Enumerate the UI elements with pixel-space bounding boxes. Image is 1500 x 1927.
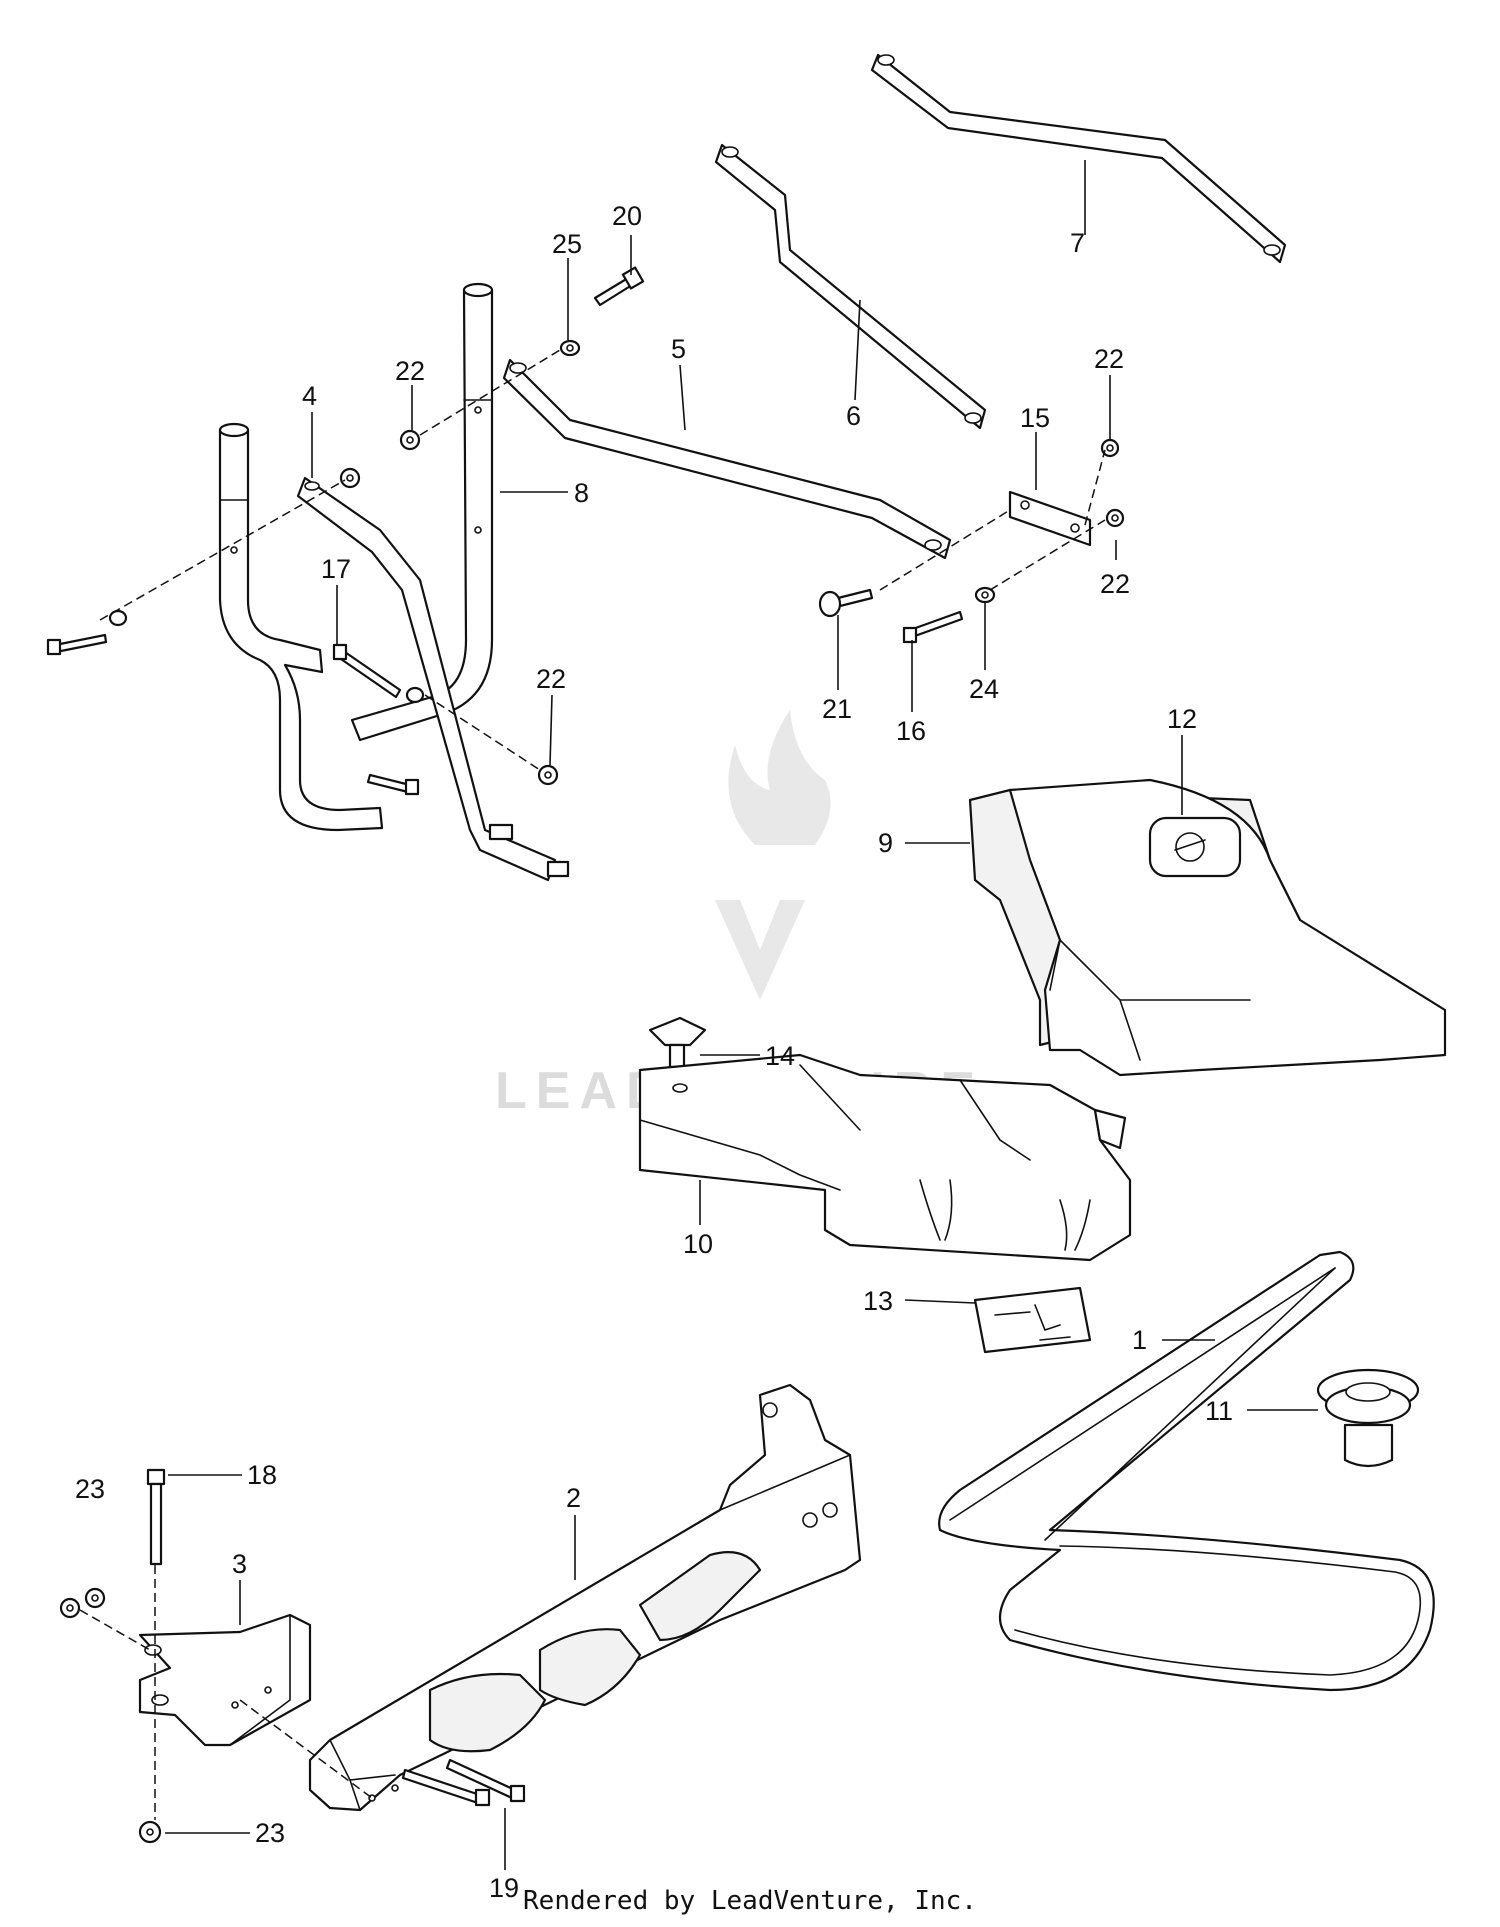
bolt-16[interactable] <box>902 610 964 644</box>
part-15-plate[interactable] <box>1008 490 1092 547</box>
callout-22-lower: 22 <box>536 664 566 694</box>
left-handle-tube[interactable] <box>218 422 384 832</box>
bolt-lower-tube[interactable] <box>366 773 420 796</box>
part-9-belt-cover[interactable] <box>968 778 1447 1077</box>
part-11-pulley[interactable] <box>1316 1368 1420 1468</box>
callout-2: 2 <box>566 1483 581 1513</box>
leadventure-watermark-logo <box>715 710 831 1000</box>
nut-22-lower[interactable] <box>537 764 559 786</box>
callout-22-right-top: 22 <box>1094 344 1124 374</box>
leader-lines <box>165 160 1318 1870</box>
footer-credit: Rendered by LeadVenture, Inc. <box>523 1886 977 1916</box>
callout-6: 6 <box>846 401 861 431</box>
washer-25[interactable] <box>559 339 581 357</box>
callout-1: 1 <box>1132 1325 1147 1355</box>
callout-10: 10 <box>683 1229 713 1259</box>
part-14-knob[interactable] <box>648 1016 707 1069</box>
part-6-bracket[interactable] <box>714 143 987 430</box>
washer-24[interactable] <box>974 586 996 604</box>
callout-23-top: 23 <box>75 1474 105 1504</box>
callout-25: 25 <box>552 229 582 259</box>
nut-22-upper-left[interactable] <box>339 467 361 489</box>
part-5-bracket[interactable] <box>502 358 952 560</box>
callout-19: 19 <box>489 1873 519 1903</box>
callout-24: 24 <box>969 674 999 704</box>
nut-23-top-b[interactable] <box>84 1587 106 1609</box>
assembly-lines <box>79 349 1106 1820</box>
nut-23-bottom[interactable] <box>138 1820 162 1844</box>
bolt-left[interactable] <box>46 633 108 656</box>
bolt-19-b[interactable] <box>445 1758 526 1803</box>
part-4-bracket[interactable] <box>296 476 570 882</box>
callout-17: 17 <box>321 554 351 584</box>
callout-22-top: 22 <box>395 356 425 386</box>
callout-20: 20 <box>612 201 642 231</box>
part-7-bracket[interactable] <box>870 53 1287 264</box>
bolt-20[interactable] <box>593 266 645 307</box>
callout-16: 16 <box>896 716 926 746</box>
washer-center[interactable] <box>405 686 425 704</box>
callout-21: 21 <box>822 694 852 724</box>
part-10-belt-cover[interactable] <box>638 1053 1132 1262</box>
bolt-19-a[interactable] <box>401 1768 491 1807</box>
nut-23-top-a[interactable] <box>59 1597 81 1619</box>
callout-8: 8 <box>574 478 589 508</box>
part-1-drive-belt[interactable] <box>938 1250 1435 1692</box>
clevis-pin-21[interactable] <box>818 588 874 618</box>
part-13-decal[interactable] <box>973 1286 1092 1354</box>
callout-11: 11 <box>1205 1396 1233 1426</box>
bolt-18[interactable] <box>146 1468 166 1566</box>
callout-15: 15 <box>1020 403 1050 433</box>
callout-12: 12 <box>1167 704 1197 734</box>
callout-18: 18 <box>247 1460 277 1490</box>
callout-22-right-bottom: 22 <box>1100 569 1130 599</box>
washer-left[interactable] <box>108 609 128 627</box>
callout-4: 4 <box>302 381 317 411</box>
callout-numbers: 7 20 25 22 4 5 6 8 17 22 15 22 22 21 16 … <box>75 201 1233 1903</box>
callout-5: 5 <box>671 334 686 364</box>
callout-7: 7 <box>1070 228 1085 258</box>
bolt-17[interactable] <box>332 643 402 699</box>
part-3-bracket[interactable] <box>138 1613 312 1747</box>
nut-22-right-top[interactable] <box>1100 438 1120 458</box>
nut-22-top[interactable] <box>399 429 421 451</box>
callout-13: 13 <box>863 1286 893 1316</box>
part-2-front-frame[interactable] <box>308 1383 862 1812</box>
callout-23-bottom: 23 <box>255 1818 285 1848</box>
callout-9: 9 <box>878 828 893 858</box>
nut-22-right-bottom[interactable] <box>1105 508 1125 528</box>
callout-3: 3 <box>232 1549 247 1579</box>
callout-14: 14 <box>765 1041 795 1071</box>
